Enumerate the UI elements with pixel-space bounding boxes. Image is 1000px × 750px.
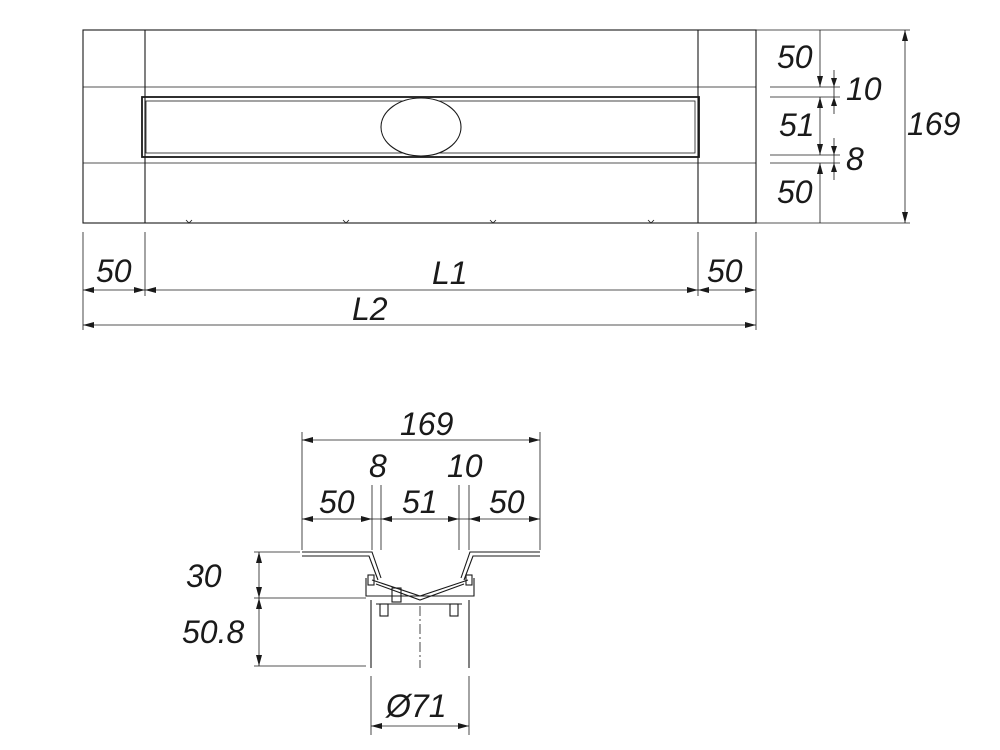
plan-drain-channel	[141, 96, 700, 158]
dim-label-gap-upper: 10	[846, 71, 882, 107]
channel-body	[365, 578, 475, 597]
arrow	[256, 598, 262, 609]
left-lip	[367, 574, 375, 586]
plan-view	[82, 29, 757, 224]
arrow	[698, 287, 709, 293]
arrow	[745, 322, 756, 328]
plan-bottom-dimensions: 50 L1 50 L2	[82, 232, 757, 330]
dim-label-bottom-band: 50	[777, 174, 813, 210]
section-top-dimensions: 169 8 10 50 51 50	[301, 406, 541, 550]
arrow	[817, 144, 823, 155]
arrow	[745, 287, 756, 293]
arrow	[83, 287, 94, 293]
dim-label-middle-band: 51	[402, 484, 438, 520]
arrow	[371, 723, 382, 729]
dim-label-right-end: 50	[707, 253, 743, 289]
section-view	[302, 551, 540, 668]
left-flange-inner	[302, 555, 379, 581]
dim-label-total-width: 169	[907, 106, 961, 142]
arrow	[256, 655, 262, 666]
dim-label-left-gap: 8	[369, 448, 387, 484]
arrow	[529, 437, 540, 443]
channel-v-grate	[371, 579, 469, 597]
arrow	[83, 322, 94, 328]
dim-label-lower-height: 50.8	[182, 614, 244, 650]
dim-label-gap-lower: 8	[846, 141, 864, 177]
dim-label-right-band: 50	[489, 484, 525, 520]
dim-label-outlet-diameter: Ø71	[385, 688, 446, 724]
left-bolt	[379, 603, 389, 617]
arrow	[902, 30, 908, 41]
dim-label-top-band: 50	[777, 39, 813, 75]
arrow	[687, 287, 698, 293]
dim-label-left-band: 50	[319, 484, 355, 520]
arrow	[256, 587, 262, 598]
plan-edge-marks	[185, 219, 655, 224]
arrow	[831, 146, 837, 155]
plan-right-dimensions: 50 10 51 8 50 169	[756, 29, 961, 224]
arrow	[817, 97, 823, 108]
grate-clip	[391, 587, 402, 603]
arrow	[302, 437, 313, 443]
arrow	[134, 287, 145, 293]
right-flange	[460, 551, 540, 579]
arrow	[529, 516, 540, 522]
arrow	[145, 287, 156, 293]
channel-v-grate-lower	[375, 583, 465, 601]
arrow	[458, 723, 469, 729]
dim-label-l2: L2	[352, 291, 388, 327]
arrow	[302, 516, 313, 522]
right-lip	[465, 574, 473, 586]
arrow	[831, 97, 837, 106]
dim-label-left-end: 50	[96, 253, 132, 289]
arrow	[469, 516, 480, 522]
arrow	[361, 516, 372, 522]
plan-outer-frame	[82, 29, 757, 224]
arrow	[448, 516, 459, 522]
dim-label-upper-height: 30	[186, 558, 222, 594]
arrow	[831, 163, 837, 172]
dim-label-l1: L1	[432, 255, 468, 291]
dim-label-total-width: 169	[400, 406, 454, 442]
section-bottom-dimensions: Ø71	[370, 676, 470, 735]
arrow	[256, 552, 262, 563]
arrow	[817, 76, 823, 87]
arrow	[902, 212, 908, 223]
section-left-dimensions: 30 50.8	[182, 551, 366, 667]
dim-label-right-gap: 10	[447, 448, 483, 484]
arrow	[831, 78, 837, 87]
right-flange-inner	[463, 555, 540, 581]
dim-label-middle-band: 51	[779, 107, 815, 143]
plan-outlet	[380, 97, 462, 157]
arrow	[817, 163, 823, 174]
arrow	[381, 516, 392, 522]
left-flange	[302, 551, 382, 579]
right-bolt	[449, 603, 459, 617]
